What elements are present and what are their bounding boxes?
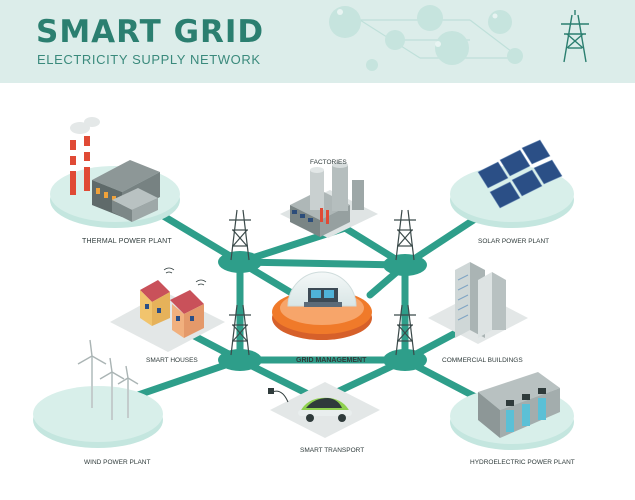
label-factories: FACTORIES (310, 159, 347, 166)
transmission-tower-icons (229, 209, 416, 356)
page-subtitle: ELECTRICITY SUPPLY NETWORK (37, 52, 261, 67)
label-houses: SMART HOUSES (146, 357, 198, 364)
header-banner: SMART GRID ELECTRICITY SUPPLY NETWORK (0, 0, 635, 83)
smart-transport (268, 382, 380, 438)
label-grid: GRID MANAGEMENT (296, 357, 367, 364)
label-thermal: THERMAL POWER PLANT (82, 238, 172, 245)
grid-diagram: THERMAL POWER PLANT FACTORIES SOLAR POWE… (33, 117, 575, 466)
hydroelectric-power-plant (450, 372, 574, 450)
circuit-pattern (329, 5, 589, 71)
grid-management-hub (272, 271, 372, 340)
label-commercial: COMMERCIAL BUILDINGS (442, 357, 523, 364)
commercial-buildings (428, 262, 528, 344)
page-title: SMART GRID (36, 14, 265, 50)
solar-power-plant (450, 139, 574, 228)
label-transport: SMART TRANSPORT (300, 447, 364, 454)
thermal-power-plant (50, 117, 180, 228)
label-wind: WIND POWER PLANT (84, 459, 150, 466)
wind-power-plant (33, 339, 163, 448)
factories (280, 162, 378, 238)
smart-houses (110, 267, 225, 352)
label-solar: SOLAR POWER PLANT (478, 238, 549, 245)
power-tower-icon (561, 10, 589, 63)
junction-nodes (218, 251, 427, 371)
label-hydro: HYDROELECTRIC POWER PLANT (470, 459, 575, 466)
